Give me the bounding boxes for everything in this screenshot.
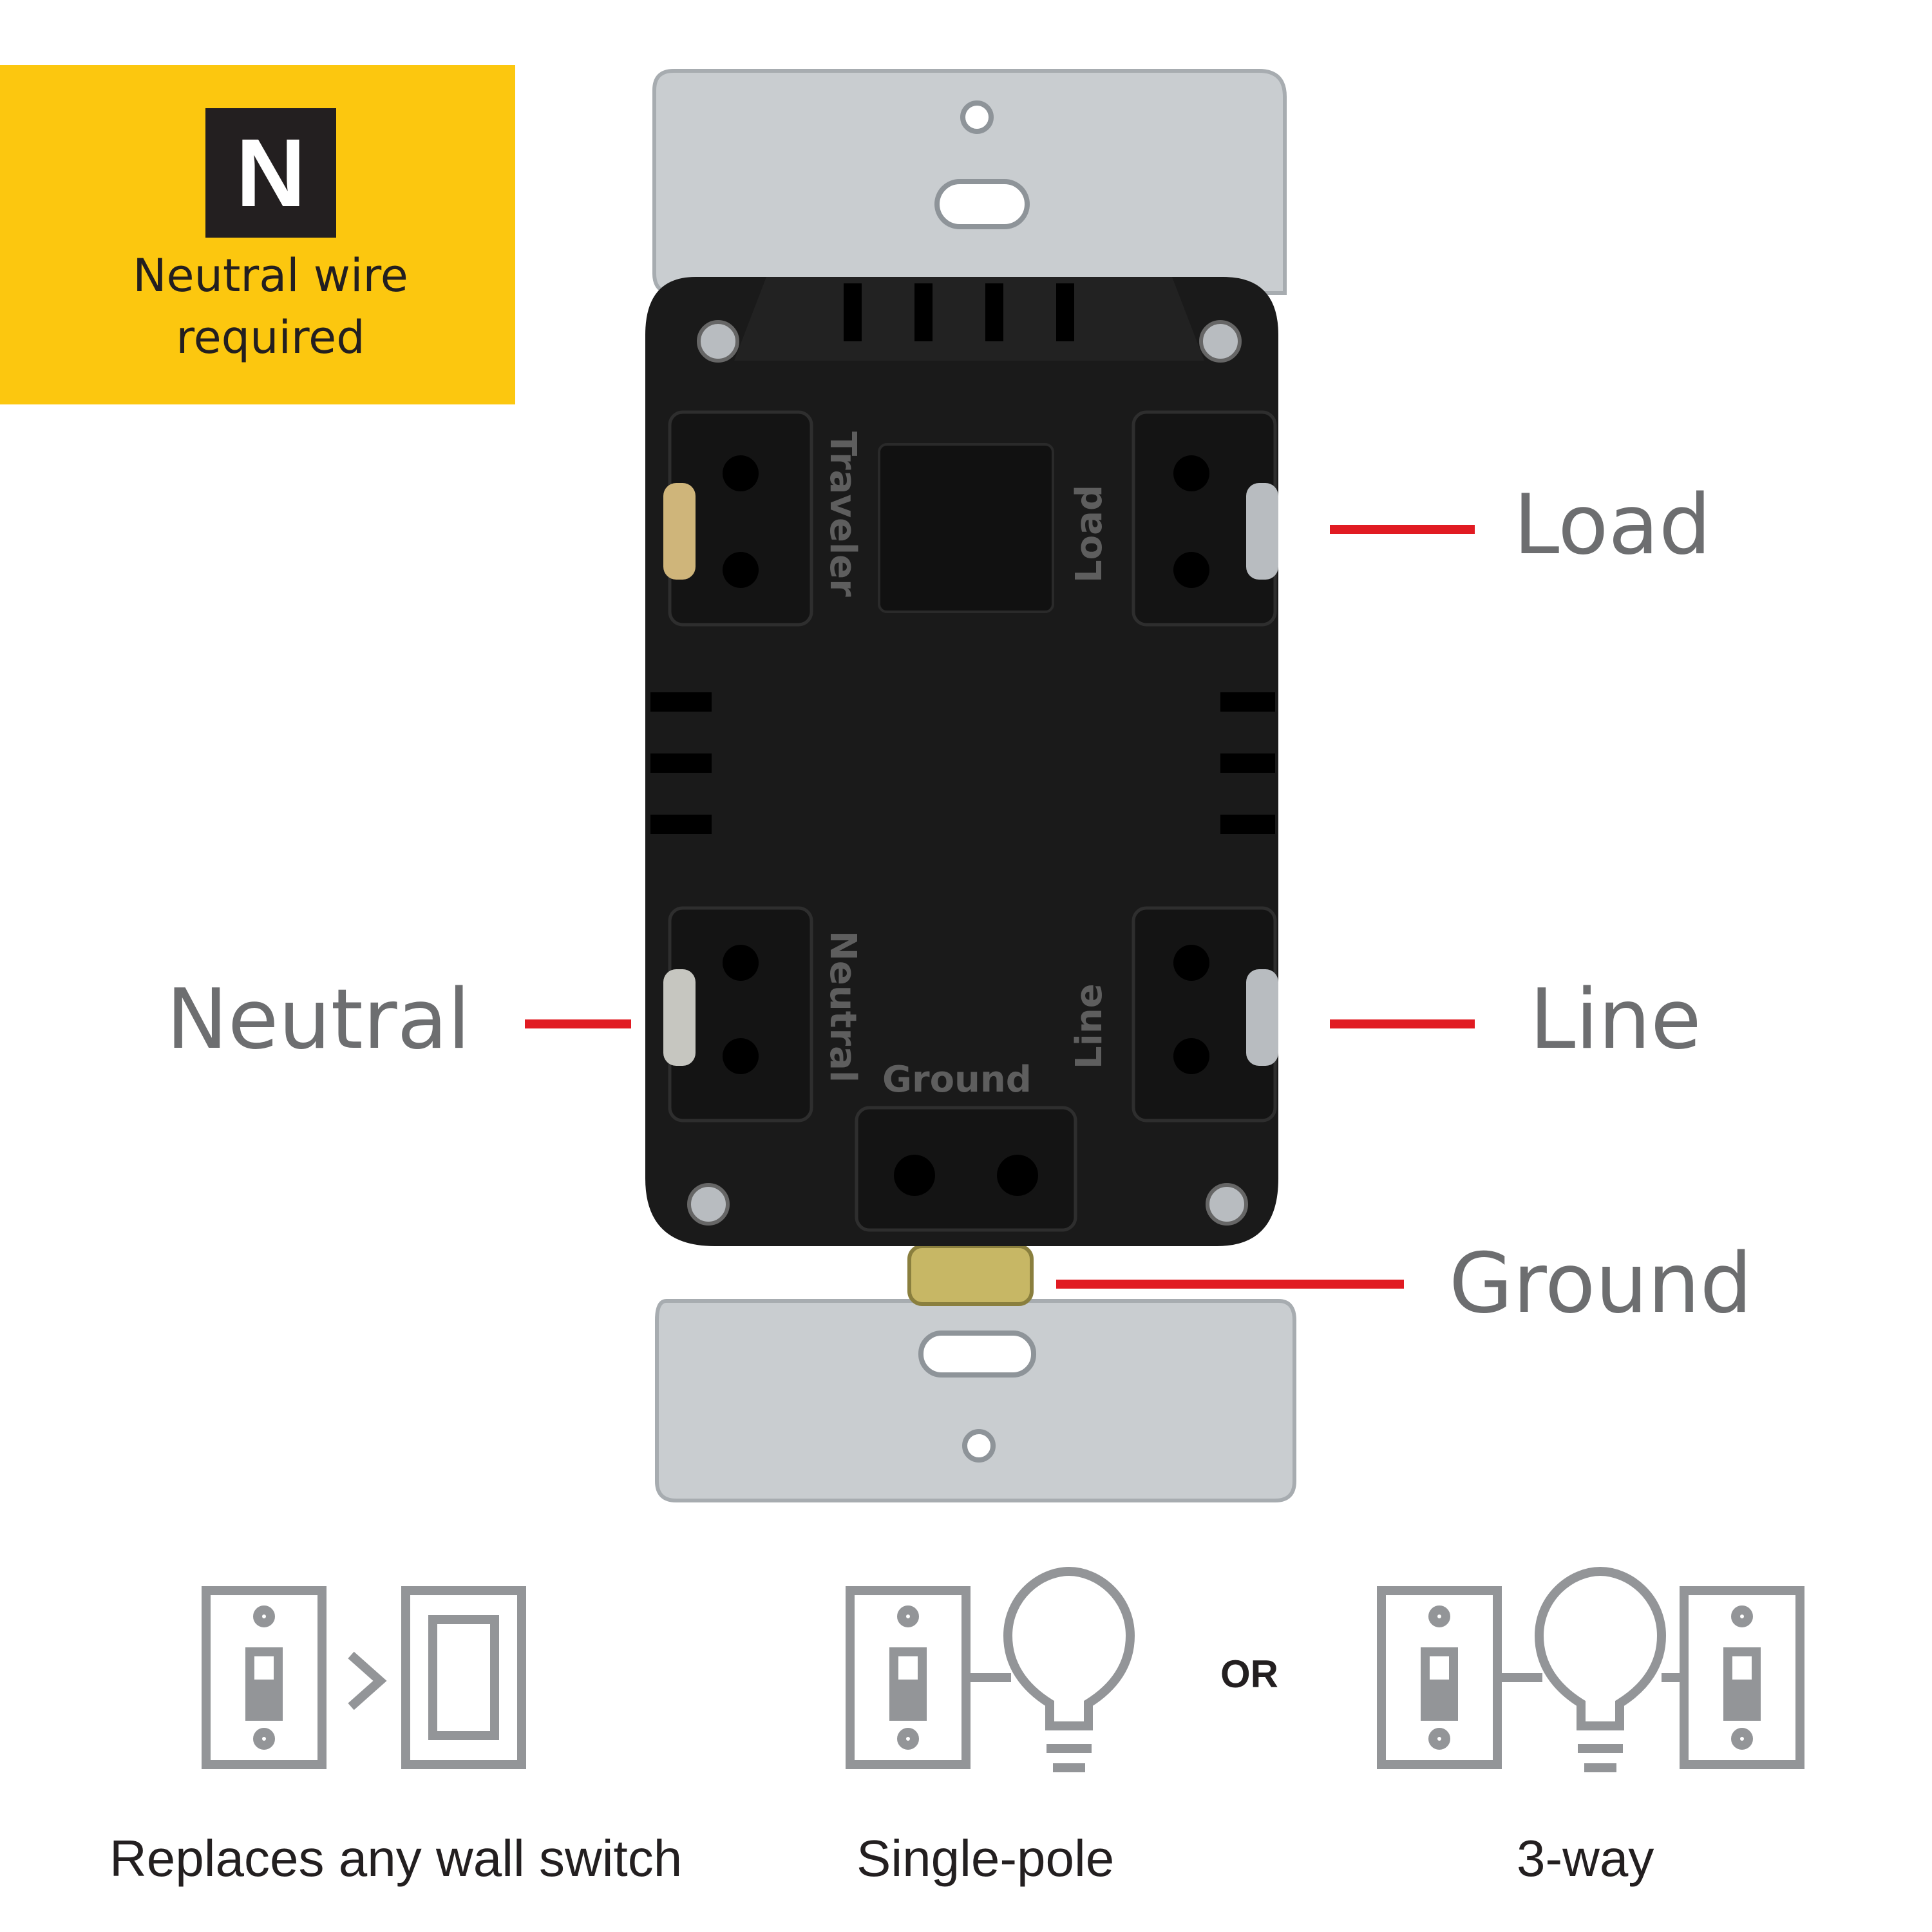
traveler-terminal-label: Traveler: [822, 431, 864, 597]
line-terminal-label: Line: [1068, 983, 1110, 1069]
neutral-callout: Neutral: [166, 972, 471, 1068]
light-bulb-icon: [1003, 1566, 1135, 1772]
single-pole-icon: [846, 1586, 1011, 1769]
or-label: OR: [1220, 1653, 1278, 1696]
ground-callout: Ground: [1449, 1236, 1752, 1332]
neutral-terminal-label: Neutral: [822, 931, 864, 1083]
load-terminal-label: Load: [1068, 485, 1110, 583]
ground-terminal-label: Ground: [882, 1059, 1032, 1101]
line-callout: Line: [1530, 972, 1701, 1068]
caption-three-way: 3-way: [1517, 1830, 1654, 1887]
neutral-n-icon: N: [205, 108, 336, 238]
caption-replaces-switch: Replaces any wall switch: [109, 1830, 683, 1887]
switch-replace-icon: [202, 1586, 526, 1769]
three-way-icon: [1377, 1566, 1804, 1772]
load-callout: Load: [1513, 477, 1712, 573]
neutral-wire-text: Neutral wire required: [133, 249, 408, 364]
caption-single-pole: Single-pole: [857, 1830, 1115, 1887]
bottom-mounting-strap: [655, 1299, 1296, 1502]
